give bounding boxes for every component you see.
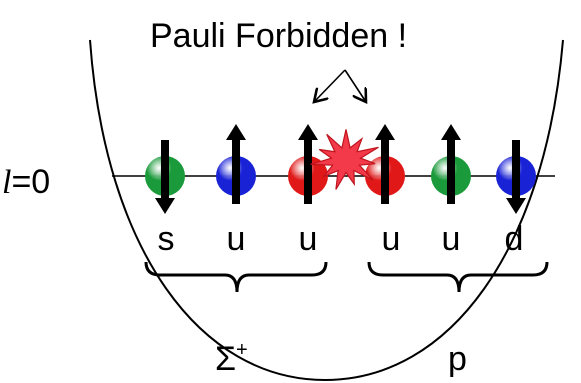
quark-d-5 bbox=[496, 140, 536, 214]
quark-u-3 bbox=[365, 124, 405, 204]
quark-u-4 bbox=[431, 124, 471, 204]
spin-up-arrow-head bbox=[226, 124, 246, 140]
title: Pauli Forbidden ! bbox=[150, 17, 407, 55]
potential-well-curve bbox=[89, 39, 564, 382]
group-label-proton: p bbox=[448, 340, 467, 378]
quark-flavor-label: u bbox=[227, 220, 246, 258]
quark-flavor-label: s bbox=[158, 220, 175, 258]
level-symbol: l bbox=[2, 164, 11, 201]
quark-u-2 bbox=[288, 124, 328, 204]
arrow-right bbox=[344, 69, 366, 102]
quark-flavor-label: u bbox=[299, 220, 318, 258]
spin-down-arrow-head bbox=[506, 198, 526, 214]
spin-down-arrow-head bbox=[155, 198, 175, 214]
group-label-sigma-base: Σ bbox=[215, 340, 236, 378]
quark-s-0 bbox=[145, 140, 185, 214]
spin-up-arrow-head bbox=[441, 124, 461, 140]
quark-u-1 bbox=[216, 124, 256, 204]
quark-flavor-label: u bbox=[382, 220, 401, 258]
spin-up-arrow-head bbox=[375, 124, 395, 140]
group-label-sigma-sup: + bbox=[236, 339, 248, 361]
group-label-sigma: Σ+ bbox=[215, 339, 248, 378]
level-label: l=0 bbox=[2, 163, 50, 201]
quark-flavor-label: u bbox=[442, 220, 461, 258]
arrow-left bbox=[314, 69, 346, 102]
level-value: =0 bbox=[11, 163, 50, 201]
spin-up-arrow-head bbox=[298, 124, 318, 140]
brace-proton bbox=[367, 261, 549, 293]
brace-sigma bbox=[144, 261, 328, 293]
collision-starburst-icon bbox=[310, 129, 379, 190]
quark-flavor-label: d bbox=[505, 220, 524, 258]
